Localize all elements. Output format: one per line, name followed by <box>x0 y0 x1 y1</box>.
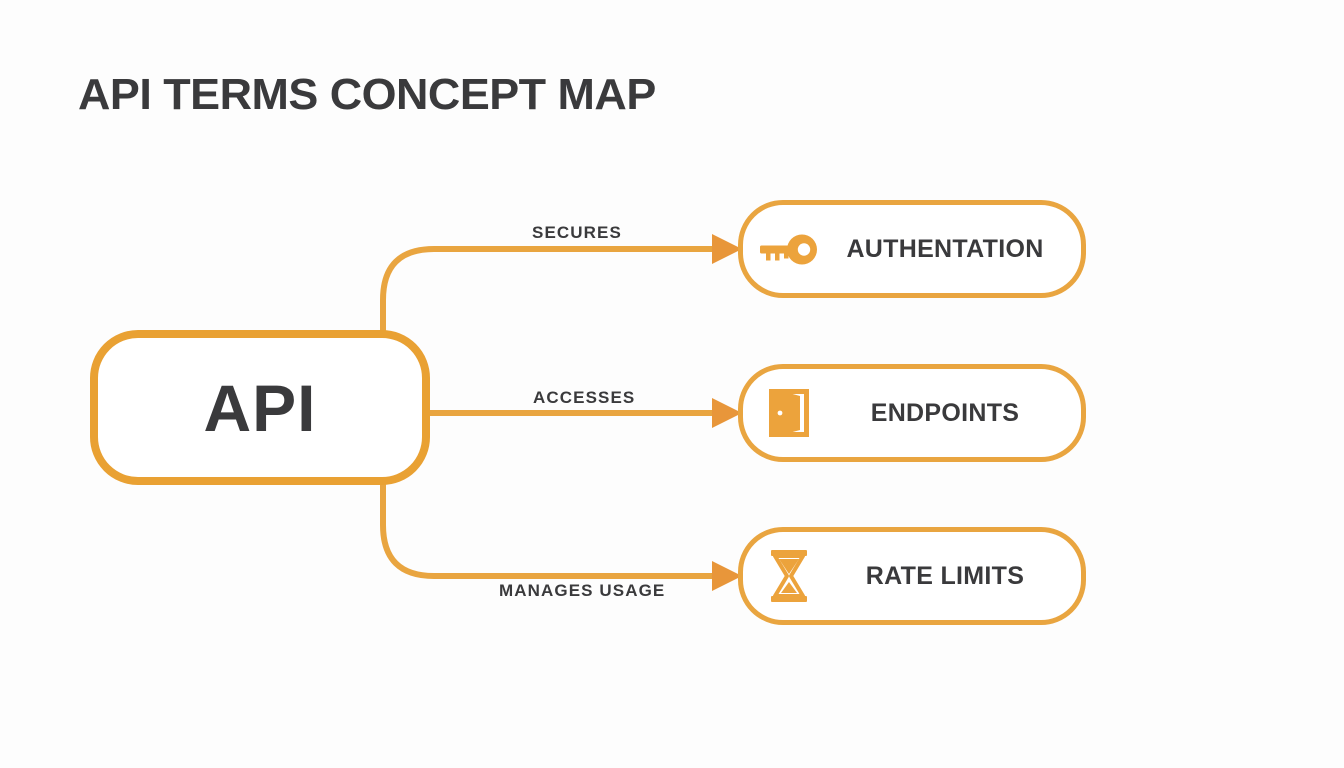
node-rate-limits-label: RATE LIMITS <box>865 561 1025 590</box>
connector-api-to-rate-limits <box>380 482 715 579</box>
key-icon <box>743 200 835 298</box>
connector-api-to-authentication <box>380 246 715 333</box>
node-api-label: API <box>203 370 317 445</box>
edge-label-accesses: ACCESSES <box>533 388 636 407</box>
node-authentication-label: AUTHENTATION <box>846 234 1044 263</box>
edge-label-manages-usage: MANAGES USAGE <box>499 581 666 600</box>
node-api-root[interactable]: API <box>90 330 430 485</box>
node-rate-limits[interactable]: RATE LIMITS <box>738 527 1086 625</box>
page-title: API TERMS CONCEPT MAP <box>78 70 656 119</box>
node-authentication[interactable]: AUTHENTATION <box>738 200 1086 298</box>
hourglass-icon <box>743 527 835 625</box>
edge-label-secures: SECURES <box>532 223 622 242</box>
node-endpoints-label: ENDPOINTS <box>870 398 1020 427</box>
door-icon <box>743 364 835 462</box>
node-endpoints[interactable]: ENDPOINTS <box>738 364 1086 462</box>
